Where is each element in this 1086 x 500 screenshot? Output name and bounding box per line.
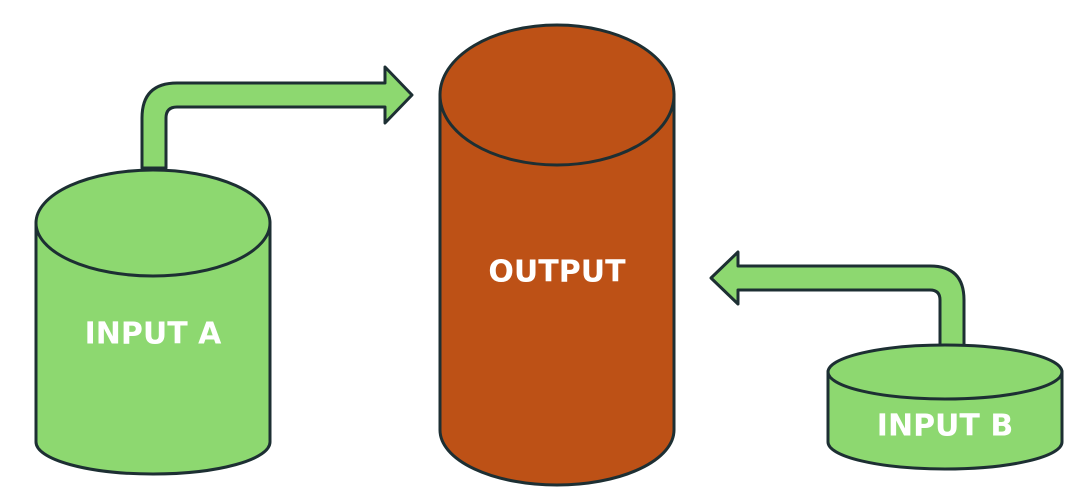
cylinder-input-b-top bbox=[826, 343, 1064, 401]
cylinder-input-a-top bbox=[34, 168, 272, 278]
arrow-input-b-shape bbox=[709, 250, 966, 348]
arrow-input-a-shape bbox=[140, 65, 414, 170]
cylinder-input-b: INPUT B bbox=[826, 343, 1064, 471]
input-a-label: INPUT A bbox=[85, 317, 223, 352]
input-b-label: INPUT B bbox=[877, 409, 1013, 444]
cylinder-input-a-body bbox=[34, 221, 272, 476]
arrow-input-a-to-output bbox=[140, 65, 414, 170]
cylinder-output: OUTPUT bbox=[438, 23, 676, 487]
cylinder-output-body bbox=[438, 93, 676, 487]
output-label: OUTPUT bbox=[488, 255, 626, 290]
cylinder-output-top bbox=[438, 23, 676, 167]
arrow-input-b-to-output bbox=[709, 250, 966, 348]
cylinder-input-a: INPUT A bbox=[34, 168, 272, 476]
